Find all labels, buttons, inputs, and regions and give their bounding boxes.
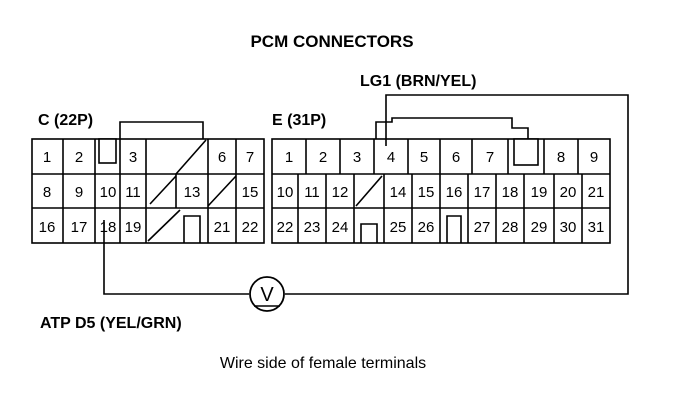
e-pin-1: 1 xyxy=(285,149,293,166)
c-pin-13: 13 xyxy=(184,184,201,201)
e-pin-24: 24 xyxy=(332,219,349,236)
e-pin-29: 29 xyxy=(531,219,548,236)
connector-e xyxy=(271,117,611,244)
e-pin-16: 16 xyxy=(446,184,463,201)
diagram-title: PCM CONNECTORS xyxy=(250,32,413,51)
c-pin-16: 16 xyxy=(39,219,56,236)
c-pin-2: 2 xyxy=(75,149,83,166)
test-wiring xyxy=(103,94,629,295)
e-pin-22: 22 xyxy=(277,219,294,236)
e-pin-9: 9 xyxy=(590,149,598,166)
c-pin-11: 11 xyxy=(125,184,141,201)
e-pin-2: 2 xyxy=(319,149,327,166)
connector-c-label: C (22P) xyxy=(38,112,93,129)
connector-c xyxy=(31,121,265,244)
e-pin-25: 25 xyxy=(390,219,407,236)
atp-d5-wire xyxy=(103,220,249,295)
c-pin-1: 1 xyxy=(43,149,51,166)
e-pin-18: 18 xyxy=(502,184,519,201)
e-pin-12: 12 xyxy=(332,184,349,201)
lg1-wire xyxy=(285,94,629,295)
e-pin-8: 8 xyxy=(557,149,565,166)
c-pin-7: 7 xyxy=(246,149,254,166)
c-pin-18: 18 xyxy=(100,219,117,236)
e-pin-11: 11 xyxy=(304,184,320,201)
voltmeter-icon: V xyxy=(249,276,285,312)
e-pin-21: 21 xyxy=(588,184,605,201)
e-pin-31: 31 xyxy=(588,219,605,236)
e-pin-7: 7 xyxy=(486,149,494,166)
e-pin-27: 27 xyxy=(474,219,491,236)
connector-c-pins: 1 2 3 6 7 8 9 10 11 13 15 16 17 18 19 21… xyxy=(39,149,259,236)
lg1-wire-label: LG1 (BRN/YEL) xyxy=(360,73,476,90)
c-pin-6: 6 xyxy=(218,149,226,166)
e-pin-23: 23 xyxy=(304,219,321,236)
e-pin-17: 17 xyxy=(474,184,491,201)
connector-e-label: E (31P) xyxy=(272,112,326,129)
voltmeter-symbol: V xyxy=(260,284,274,306)
atp-d5-wire-label: ATP D5 (YEL/GRN) xyxy=(40,315,182,332)
connector-e-pins: 1 2 3 4 5 6 7 8 9 10 11 12 14 15 16 17 1… xyxy=(277,149,605,236)
e-pin-14: 14 xyxy=(390,184,407,201)
c-pin-10: 10 xyxy=(100,184,117,201)
c-pin-9: 9 xyxy=(75,184,83,201)
c-pin-17: 17 xyxy=(71,219,88,236)
e-pin-5: 5 xyxy=(420,149,428,166)
e-pin-26: 26 xyxy=(418,219,435,236)
c-pin-8: 8 xyxy=(43,184,51,201)
c-pin-15: 15 xyxy=(242,184,259,201)
e-pin-28: 28 xyxy=(502,219,519,236)
e-pin-15: 15 xyxy=(418,184,435,201)
c-pin-3: 3 xyxy=(129,149,137,166)
caption: Wire side of female terminals xyxy=(220,355,426,372)
e-pin-19: 19 xyxy=(531,184,548,201)
e-pin-10: 10 xyxy=(277,184,294,201)
e-pin-4: 4 xyxy=(387,149,395,166)
e-pin-30: 30 xyxy=(560,219,577,236)
c-pin-21: 21 xyxy=(214,219,231,236)
e-pin-20: 20 xyxy=(560,184,577,201)
c-pin-22: 22 xyxy=(242,219,259,236)
e-pin-6: 6 xyxy=(452,149,460,166)
c-pin-19: 19 xyxy=(125,219,142,236)
e-pin-3: 3 xyxy=(353,149,361,166)
